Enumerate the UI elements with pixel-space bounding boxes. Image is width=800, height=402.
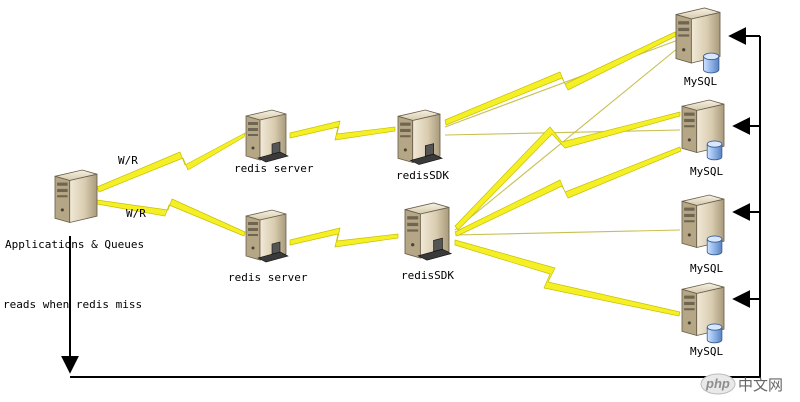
php-logo-watermark (700, 373, 736, 395)
label-wr-2: W/R (126, 207, 146, 220)
server-redissdk-1 (397, 109, 443, 165)
label-wr-1: W/R (118, 154, 138, 167)
server-redissdk-2 (404, 202, 452, 261)
label-reads-when-redis-miss: reads when redis miss (3, 298, 143, 311)
label-redissdk-2: redisSDK (401, 269, 454, 282)
watermark-logo-text: php (706, 376, 730, 391)
line-sdk2-mysql3 (454, 229, 681, 236)
label-mysql-1: MySQL (684, 75, 718, 88)
label-mysql-2: MySQL (690, 165, 724, 178)
return-line (70, 36, 761, 378)
line-sdk2-mysql1 (454, 47, 679, 231)
bolt-sdk2-mysql2b (454, 146, 682, 237)
label-redissdk-1: redisSDK (396, 169, 449, 182)
bolt-redis1-sdk1 (289, 120, 396, 141)
label-mysql-3: MySQL (690, 262, 724, 275)
server-mysql-2 (681, 99, 725, 161)
label-mysql-4: MySQL (690, 345, 724, 358)
line-sdk1-mysql2 (444, 129, 681, 136)
server-mysql-3 (681, 194, 725, 256)
bolt-redis2-sdk2 (289, 227, 399, 248)
lightning-bolts (96, 31, 682, 317)
line-sdk1-mysql1 (444, 39, 679, 128)
watermark-text: 中文网 (738, 377, 784, 394)
label-applications-queues: Applications & Queues (5, 238, 145, 251)
server-redis-2 (245, 209, 289, 263)
bolt-app-redis1 (96, 132, 246, 193)
label-redis-server-1: redis server (234, 162, 314, 175)
bolt-app-redis2 (96, 198, 246, 237)
bolt-sdk2-mysql2 (454, 111, 681, 231)
label-redis-server-2: redis server (228, 271, 308, 284)
server-app (54, 169, 98, 224)
server-redis-1 (245, 109, 289, 163)
server-mysql-4 (681, 282, 725, 344)
read-miss-arrows (61, 27, 761, 378)
server-mysql-1 (675, 7, 721, 74)
bolt-sdk2-mysql4 (454, 239, 681, 317)
